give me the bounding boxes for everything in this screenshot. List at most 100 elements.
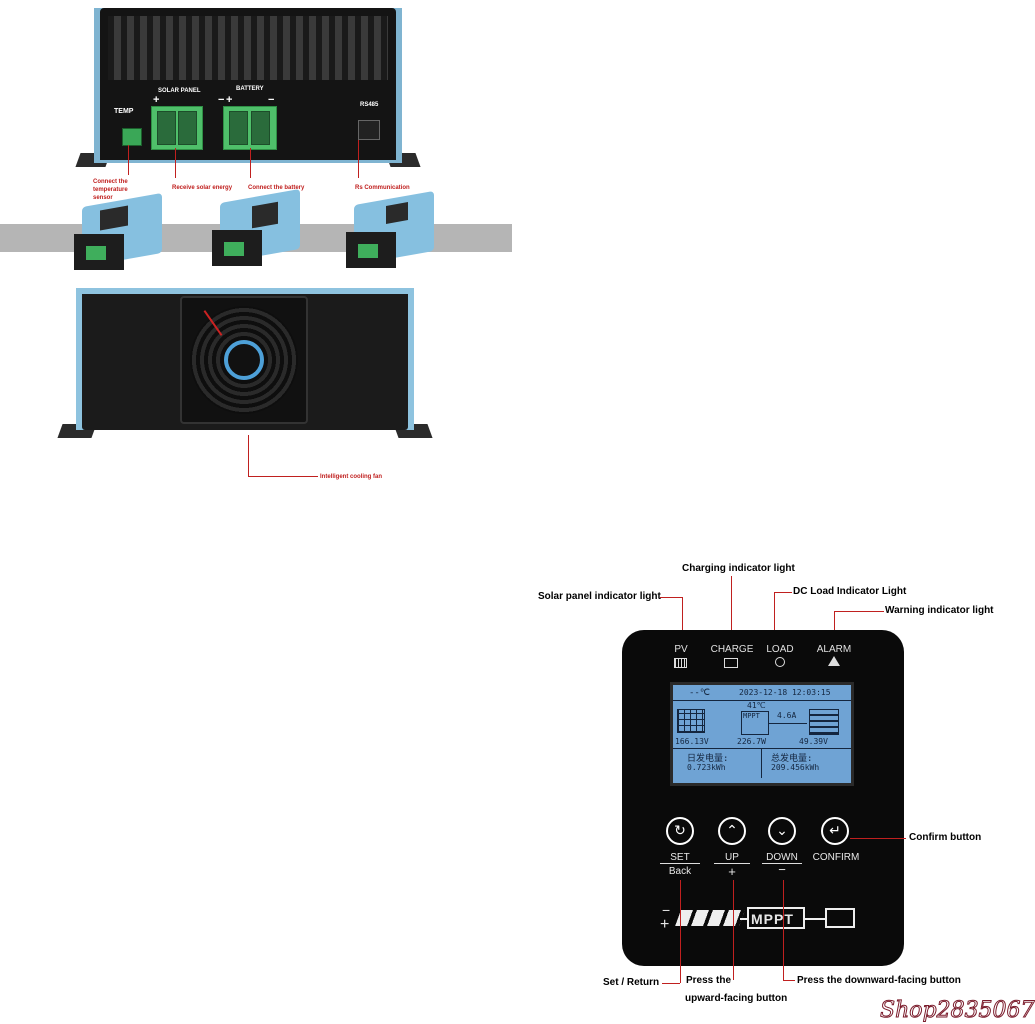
lcd-datetime: 2023-12-18 12:03:15 <box>739 688 831 697</box>
control-panel: PV CHARGE LOAD ALARM --℃ 2023-12-18 12:0… <box>622 630 904 966</box>
vent-grille <box>108 16 388 80</box>
callout-solar-energy: Receive solar energy <box>172 185 233 191</box>
line-set-h <box>662 983 680 984</box>
line-down-v <box>783 880 784 980</box>
lcd-mppt-box: MPPT <box>741 711 769 735</box>
battery-label: BATTERY <box>236 86 264 92</box>
callout-communication: Rs Communication <box>355 185 410 191</box>
rs485-port[interactable] <box>358 120 380 140</box>
lcd-divider-bottom <box>673 748 851 749</box>
annotation-charging: Charging indicator light <box>682 563 795 574</box>
callout-line-battery <box>250 148 251 178</box>
annotation-warning: Warning indicator light <box>885 605 994 616</box>
down-button-label: DOWN <box>762 852 802 864</box>
lcd-temp: --℃ <box>689 688 710 698</box>
confirm-button-label: CONFIRM <box>812 852 860 863</box>
chevron-up-icon: ⌃ <box>726 823 738 839</box>
lcd-daily-value: 0.723kWh <box>687 763 726 772</box>
lcd-total-value: 209.456kWh <box>771 763 820 772</box>
line-up-v <box>733 880 734 980</box>
lcd-flow-line <box>769 723 807 724</box>
logo-mppt-box: MPPT <box>747 907 805 929</box>
callout-line-fan <box>248 435 249 477</box>
callout-line-temp <box>128 145 129 175</box>
callout-temp-sensor: Connect the temperature sensor <box>93 179 128 201</box>
annotation-dc-load: DC Load Indicator Light <box>793 586 907 597</box>
up-button-label: UP <box>714 852 750 864</box>
lcd-battery-voltage: 49.39V <box>799 737 828 746</box>
logo-line-right <box>805 918 825 920</box>
callout-cooling-fan: Intelligent cooling fan <box>320 474 382 480</box>
rs485-label: RS485 <box>360 102 379 108</box>
battery-minus: − <box>268 94 275 106</box>
mini-unit-2 <box>212 188 304 276</box>
annotation-confirm: Confirm button <box>909 832 982 843</box>
lcd-battery-icon <box>809 709 839 735</box>
line-load-h <box>774 592 792 593</box>
lcd-internal-temp: 41℃ <box>747 701 766 710</box>
enter-icon: ↵ <box>829 823 841 839</box>
line-solar-h <box>660 597 682 598</box>
chevron-down-icon: ⌄ <box>776 823 788 839</box>
callout-battery: Connect the battery <box>248 185 305 191</box>
line-load-v <box>774 592 775 638</box>
set-button-sub: Back <box>668 866 692 877</box>
solar-screw-negative <box>178 111 197 145</box>
temp-label: TEMP <box>114 108 134 115</box>
line-warn-h <box>834 611 884 612</box>
down-button-sub: − <box>778 862 786 877</box>
refresh-icon: ↻ <box>674 823 686 839</box>
temp-port[interactable] <box>122 128 142 146</box>
mini-unit-3 <box>346 190 438 278</box>
solar-panel-label: SOLAR PANEL <box>158 88 201 94</box>
cooling-fan <box>180 296 308 424</box>
logo-panel-icon <box>675 910 745 926</box>
line-confirm <box>850 838 906 839</box>
led-pv-label: PV <box>674 644 688 655</box>
solar-minus: − <box>218 94 225 106</box>
annotation-set-return: Set / Return <box>603 977 660 988</box>
battery-screw-negative <box>251 111 270 145</box>
up-button[interactable]: ⌃ <box>718 817 746 845</box>
annotation-up-1: Press the <box>686 975 732 986</box>
lcd-daily-label: 日发电量: <box>687 754 729 764</box>
annotation-down: Press the downward-facing button <box>797 975 961 986</box>
led-charge-label: CHARGE <box>710 644 754 655</box>
controller-fan-view <box>57 288 433 443</box>
callout-line-solar <box>175 148 176 178</box>
lcd-mppt-label: MPPT <box>743 712 760 720</box>
led-alarm-label: ALARM <box>816 644 852 655</box>
solar-plus: + <box>153 94 160 106</box>
confirm-button[interactable]: ↵ <box>821 817 849 845</box>
logo-line-left <box>740 918 748 920</box>
grid-icon <box>674 658 687 668</box>
set-button[interactable]: ↻ <box>666 817 694 845</box>
annotation-up-2: upward-facing button <box>685 993 788 1004</box>
lcd-pv-voltage: 166.13V <box>675 737 709 746</box>
lcd-power: 226.7W <box>737 737 766 746</box>
warning-icon <box>828 656 840 666</box>
line-solar-v <box>682 597 683 639</box>
logo-battery-icon <box>825 908 855 928</box>
annotation-solar: Solar panel indicator light <box>538 591 661 602</box>
down-button[interactable]: ⌄ <box>768 817 796 845</box>
controller-terminal-view: TEMP SOLAR PANEL + − BATTERY + − RS485 <box>75 8 421 173</box>
solar-screw-positive <box>157 111 176 145</box>
callout-line-fan-h <box>248 476 318 477</box>
lcd-screen: --℃ 2023-12-18 12:03:15 41℃ MPPT 4.6A 16… <box>670 682 854 786</box>
logo-mppt-text: MPPT <box>751 911 794 927</box>
bulb-icon <box>775 657 785 667</box>
line-warn-v <box>834 611 835 639</box>
set-button-label: SET <box>660 852 700 864</box>
battery-plus: + <box>226 94 233 106</box>
battery-screw-positive <box>229 111 248 145</box>
lcd-divider-top <box>673 700 851 701</box>
logo-minus: − <box>662 902 671 918</box>
line-set-v <box>680 880 681 983</box>
lcd-total-label: 总发电量: <box>771 754 813 764</box>
lcd-solar-icon <box>677 709 705 733</box>
logo-plus: + <box>660 916 670 933</box>
lcd-current: 4.6A <box>777 711 797 720</box>
lcd-divider-mid <box>761 748 762 778</box>
callout-line-rs <box>358 140 359 178</box>
